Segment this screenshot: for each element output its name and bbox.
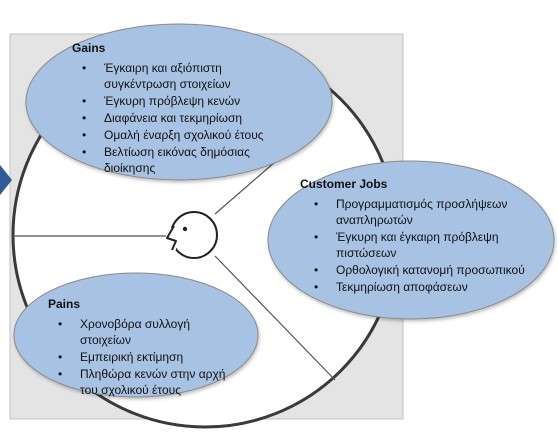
customer-jobs-item: Έγκυρη και έγκαιρη πρόβλεψη πιστώσεων bbox=[314, 229, 530, 261]
gains-item: Έγκαιρη και αξιόπιστη συγκέντρωση στοιχε… bbox=[82, 60, 292, 92]
pains-item: Εμπειρική εκτίμηση bbox=[58, 349, 238, 365]
customer-jobs-item: Τεκμηρίωση αποφάσεων bbox=[314, 279, 530, 295]
gains-item: Ομαλή έναρξη σχολικού έτους bbox=[82, 127, 292, 143]
arrow-right-icon bbox=[0, 165, 12, 195]
customer-jobs-item: Ορθολογική κατανομή προσωπικού bbox=[314, 262, 530, 278]
gains-item: Έγκυρη πρόβλεψη κενών bbox=[82, 93, 292, 109]
gains-section: Gains Έγκαιρη και αξιόπιστη συγκέντρωση … bbox=[72, 40, 292, 177]
customer-jobs-title: Customer Jobs bbox=[300, 177, 388, 191]
pains-item: Πληθώρα κενών στην αρχή του σχολικού έτο… bbox=[58, 366, 238, 398]
gains-title: Gains bbox=[72, 41, 106, 55]
gains-item: Διαφάνεια και τεκμηρίωση bbox=[82, 110, 292, 126]
customer-jobs-section: Customer Jobs Προγραμματισμός προσλήψεων… bbox=[300, 176, 530, 296]
customer-jobs-list: Προγραμματισμός προσλήψεων αναπληρωτών Έ… bbox=[300, 196, 530, 295]
gains-list: Έγκαιρη και αξιόπιστη συγκέντρωση στοιχε… bbox=[72, 60, 292, 176]
divider-line-bottom bbox=[214, 255, 336, 381]
pains-list: Χρονοβόρα συλλογή στοιχείων Εμπειρική εκ… bbox=[48, 316, 238, 398]
pains-section: Pains Χρονοβόρα συλλογή στοιχείων Εμπειρ… bbox=[48, 296, 238, 399]
customer-jobs-item: Προγραμματισμός προσλήψεων αναπληρωτών bbox=[314, 196, 530, 228]
customer-face-icon bbox=[166, 211, 218, 259]
gains-item: Βελτίωση εικόνας δημόσιας διοίκησης bbox=[82, 144, 292, 176]
pains-title: Pains bbox=[48, 297, 81, 311]
pains-item: Χρονοβόρα συλλογή στοιχείων bbox=[58, 316, 238, 348]
